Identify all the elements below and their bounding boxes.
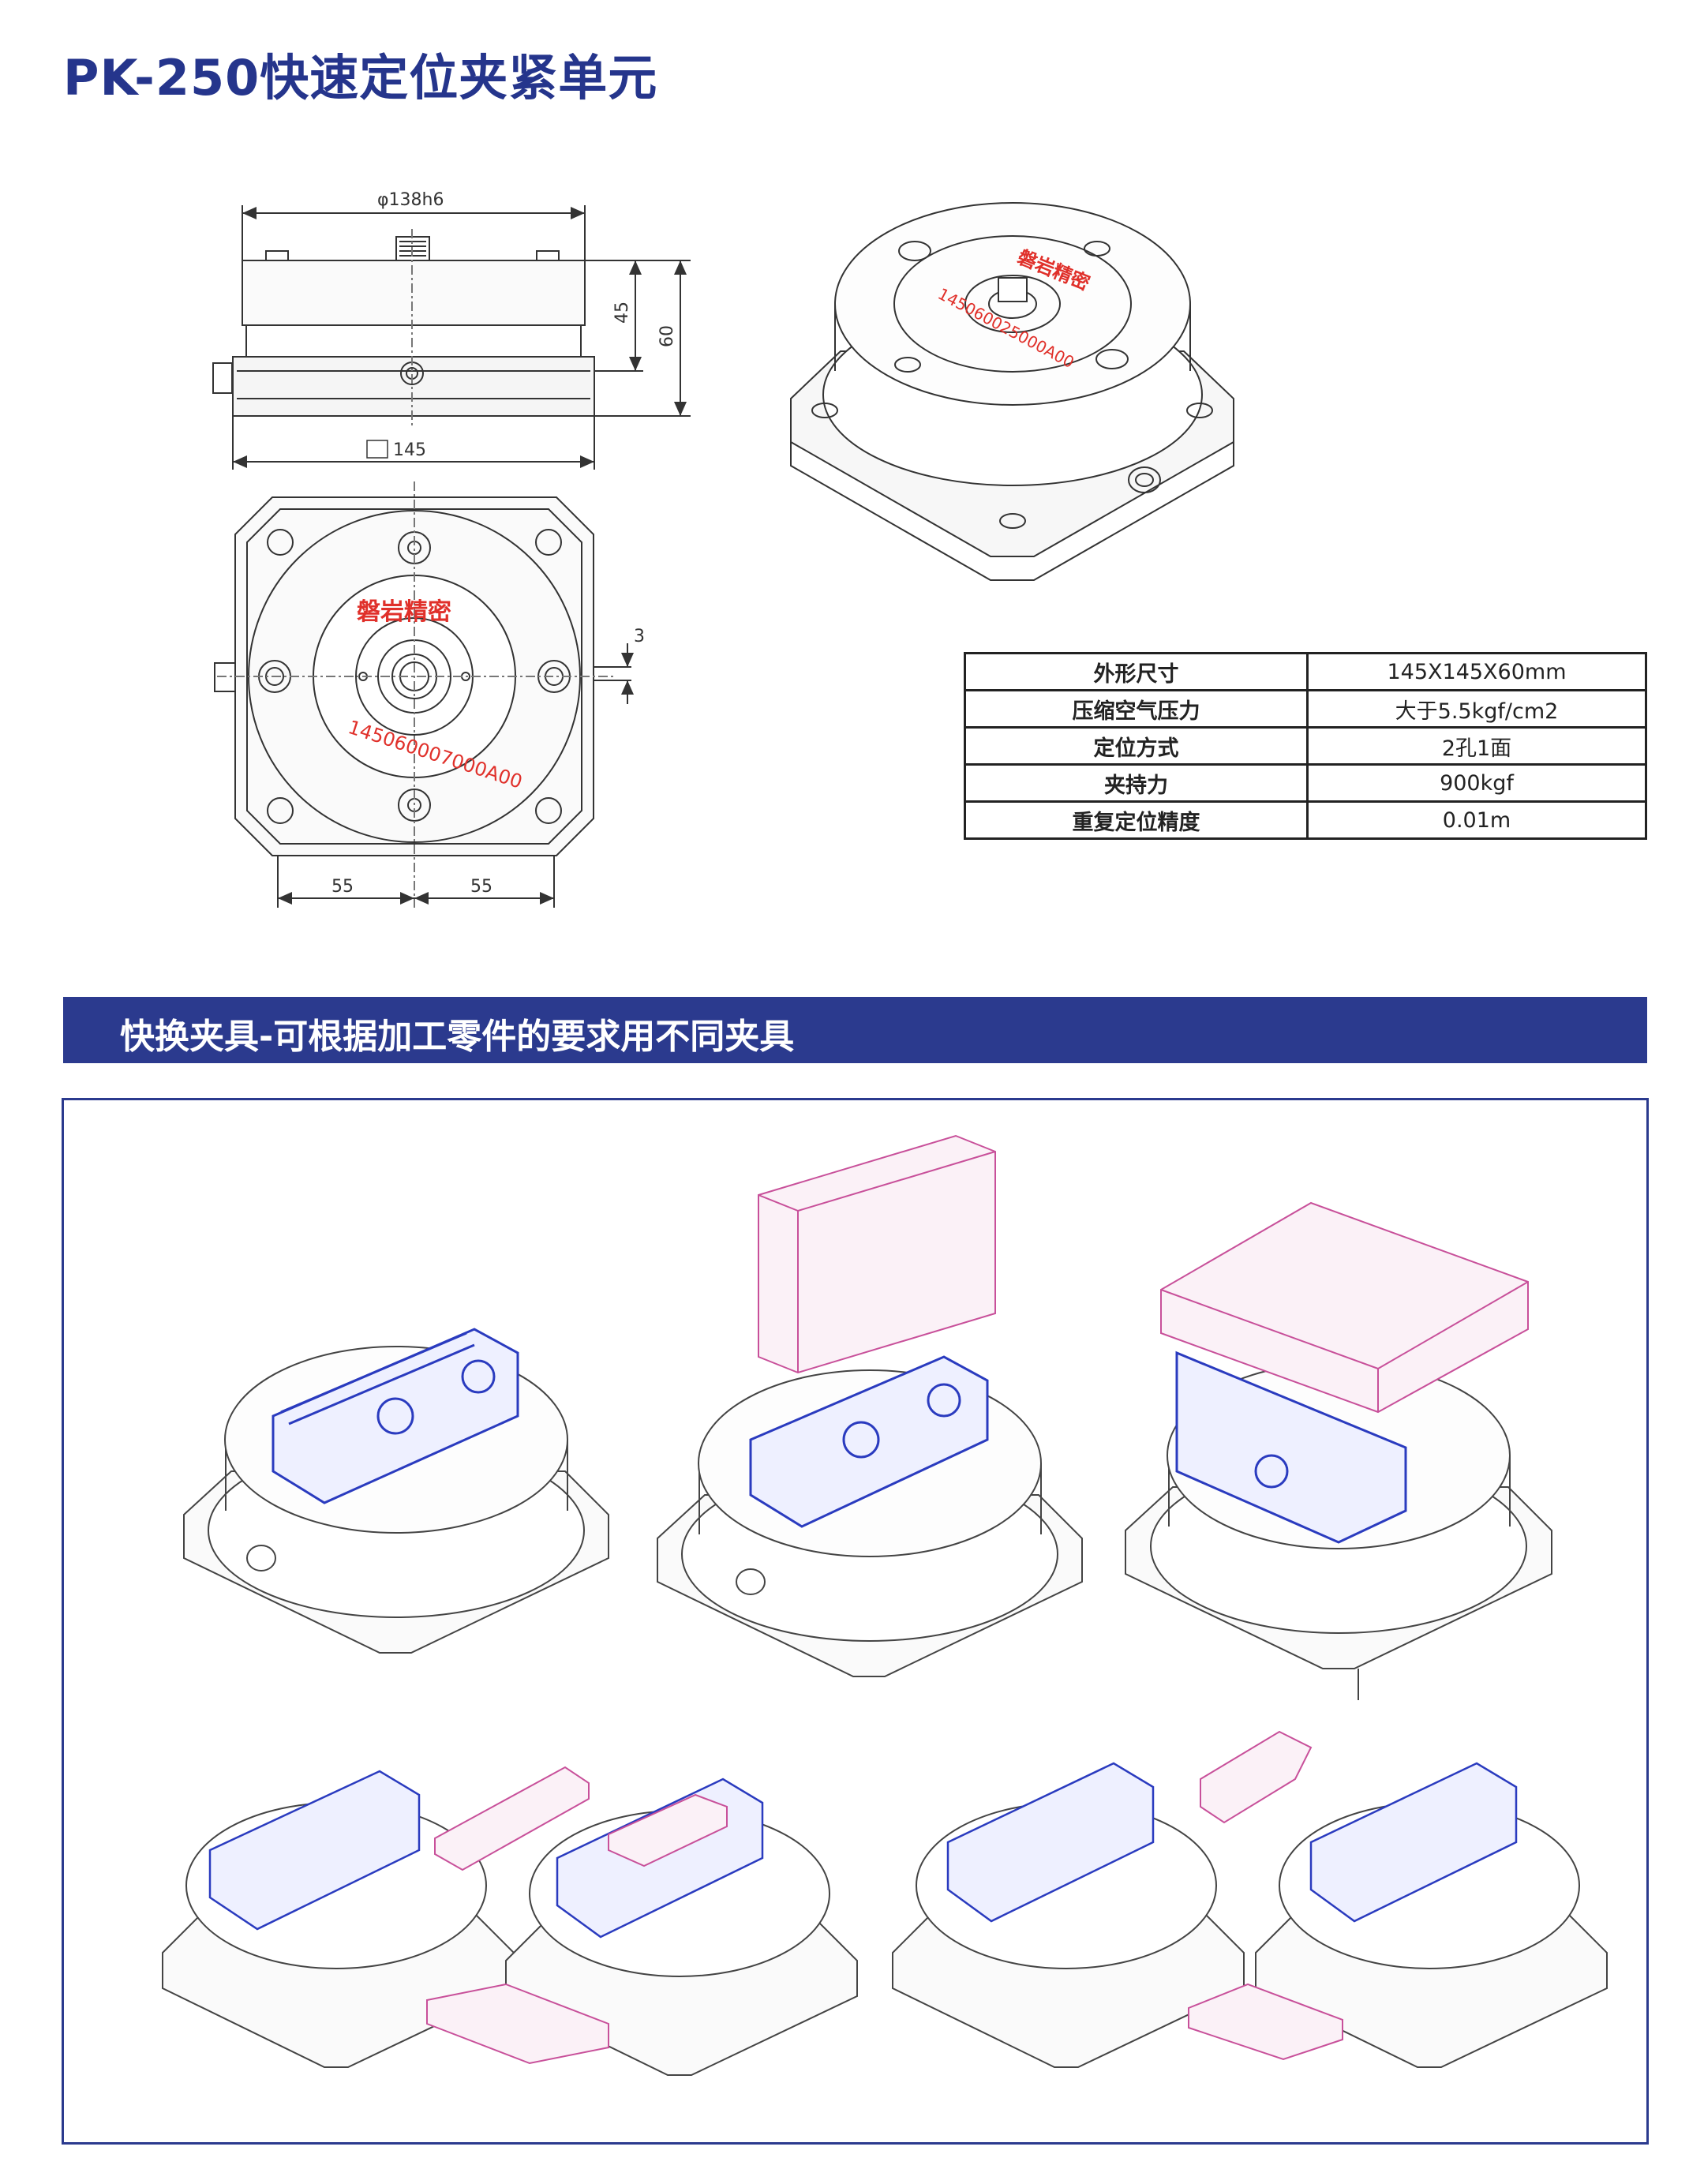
spec-row: 压缩空气压力 大于5.5kgf/cm2 [964,689,1647,729]
spec-row: 外形尺寸 145X145X60mm [964,652,1647,691]
dim-diameter: φ138h6 [377,190,444,210]
spec-table: 外形尺寸 145X145X60mm 压缩空气压力 大于5.5kgf/cm2 定位… [964,652,1647,840]
spec-value: 2孔1面 [1306,726,1647,766]
section-banner: 快换夹具-可根据加工零件的要求用不同夹具 [63,997,1647,1063]
top-view [214,481,634,908]
dim-left: 55 [331,877,354,897]
spec-label: 压缩空气压力 [964,689,1309,729]
clamp-fixture [946,1762,1155,1923]
spec-label: 定位方式 [964,726,1309,766]
vise-fixture [749,1355,989,1528]
workpiece-plate [758,1134,996,1374]
clamp-fixture [208,1770,421,1931]
dim-width: 145 [393,440,426,460]
spec-row: 夹持力 900kgf [964,763,1647,803]
spec-value: 0.01m [1306,800,1647,840]
clamp-fixture [1309,1762,1518,1923]
vise-fixture [1175,1350,1407,1544]
workpiece-parts [426,1730,1343,2065]
spec-row: 定位方式 2孔1面 [964,726,1647,766]
unit-with-horizontal-plate [1125,1362,1552,1700]
workpiece-block [1160,1201,1529,1414]
fixture-illustrations [162,1134,1608,2076]
dim-height-inner: 45 [612,302,632,324]
banner-title: 快换夹具-可根据加工零件的要求用不同夹具 [120,1017,795,1057]
side-view [212,205,691,470]
spec-value: 900kgf [1306,763,1647,803]
spec-value: 145X145X60mm [1306,652,1647,691]
fixture-showcase [62,1098,1649,2145]
spec-label: 重复定位精度 [964,800,1309,840]
stamp-brand-top: 磐岩精密 [357,598,451,626]
spec-label: 夹持力 [964,763,1309,803]
spec-value: 大于5.5kgf/cm2 [1306,689,1647,729]
isometric-view [790,202,1234,581]
spec-row: 重复定位精度 0.01m [964,800,1647,840]
technical-drawing: φ138h6 145 45 60 3 55 55 磐岩精密 1450600070… [212,190,1234,908]
page-title: PK-250快速定位夹紧单元 [63,49,658,107]
dim-right: 55 [470,877,492,897]
dim-offset: 3 [634,627,645,646]
dim-height-total: 60 [657,325,677,347]
vise-fixture [272,1328,519,1504]
spec-label: 外形尺寸 [964,652,1309,691]
